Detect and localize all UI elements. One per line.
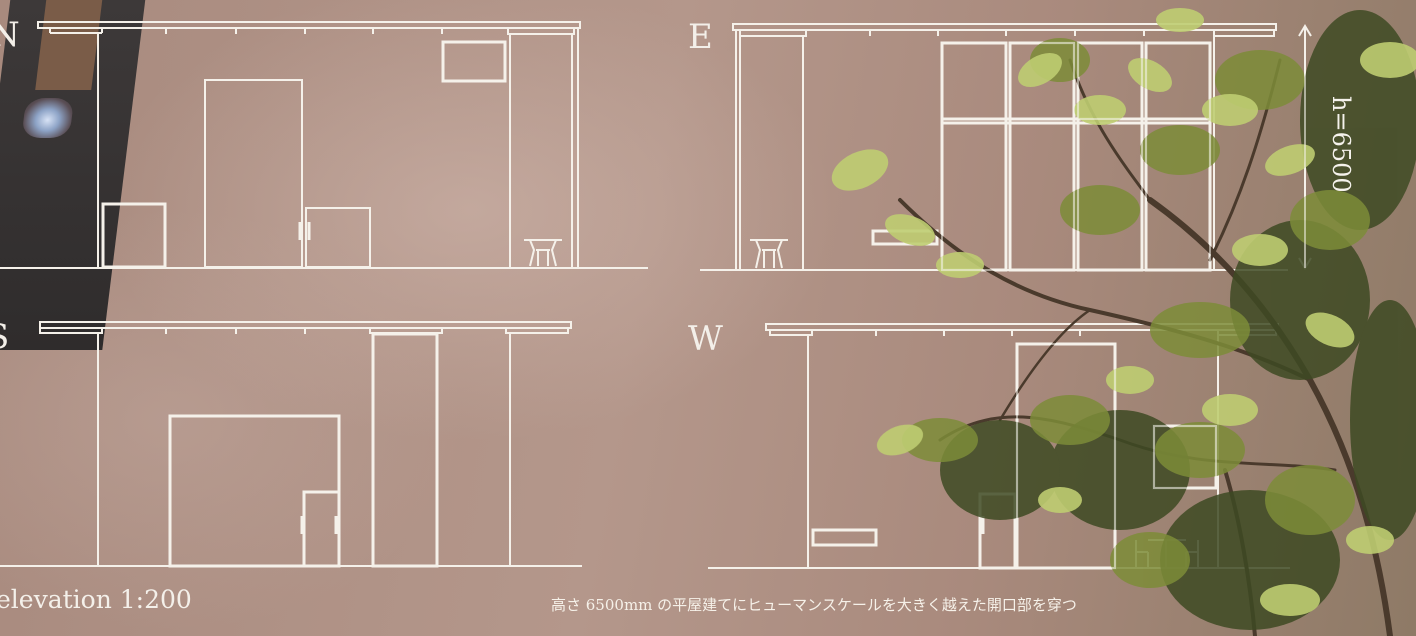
south-elevation: [0, 321, 582, 568]
height-dimension-label: h=6500: [1327, 96, 1355, 193]
tree-leaves: [831, 8, 1416, 630]
west-label: W: [688, 319, 723, 359]
north-label: N: [0, 15, 20, 55]
south-label: S: [0, 320, 9, 354]
caption: 高さ 6500mm の平屋建てにヒューマンスケールを大きく越えた開口部を穿つ: [551, 596, 1077, 614]
scale-label: elevation 1:200: [0, 585, 192, 614]
east-label: E: [688, 17, 713, 57]
north-elevation: [0, 21, 648, 269]
